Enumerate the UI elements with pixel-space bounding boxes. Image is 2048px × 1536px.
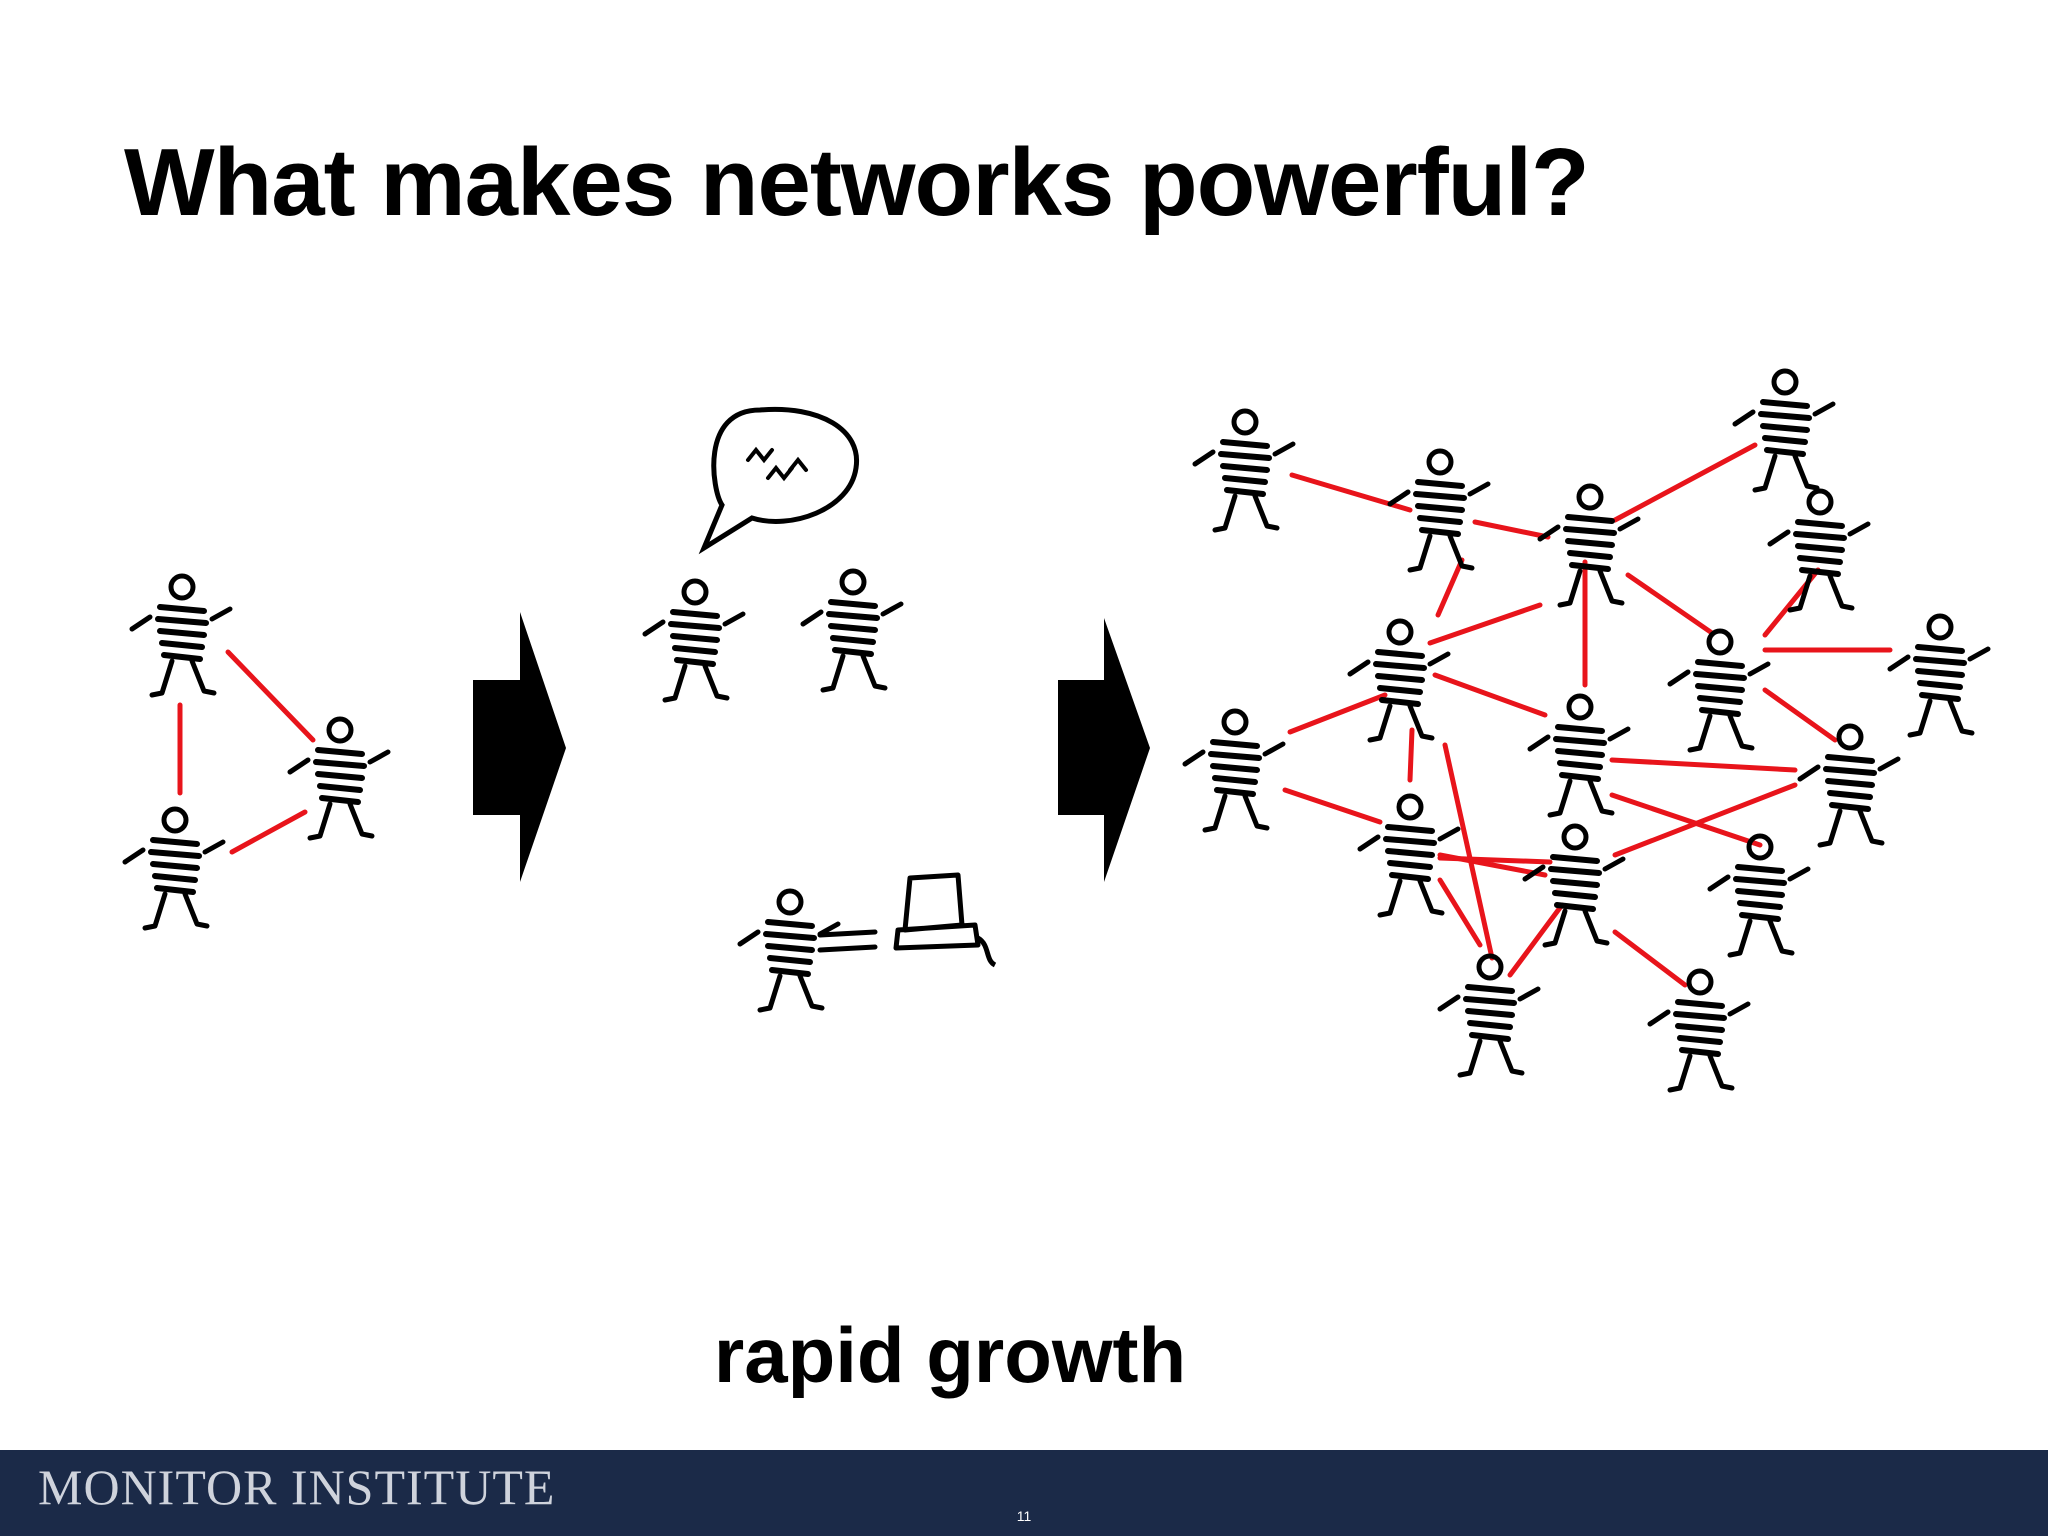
laptop-icon [893, 872, 997, 968]
arrow-right-icon [1058, 618, 1150, 882]
person-figure [1890, 616, 1988, 735]
person-figure [1770, 491, 1868, 610]
link-lines [177, 649, 316, 855]
stage-individuals [645, 406, 997, 1010]
person-figure [290, 719, 388, 838]
stage-large-network [1185, 371, 1988, 1090]
monitor-institute-logo: MONITOR INSTITUTE [38, 1459, 556, 1515]
person-figure [1525, 826, 1623, 945]
page-number: 11 [1016, 1508, 1032, 1524]
speech-bubble-icon [698, 406, 860, 555]
person-figure [645, 581, 743, 700]
stage-small-group [125, 576, 388, 928]
person-figure [1440, 956, 1538, 1075]
link-lines [1282, 442, 1893, 988]
person-figure [132, 576, 230, 695]
person-figure [803, 571, 901, 690]
arrow-right-icon [473, 612, 566, 882]
network-illustration [0, 270, 2048, 1130]
footer-bar: MONITOR INSTITUTE 11 [0, 1450, 2048, 1536]
person-figure [1670, 631, 1768, 750]
person-figure [1800, 726, 1898, 845]
person-figure [125, 809, 223, 928]
slide-title: What makes networks powerful? [124, 129, 1590, 236]
person-figure [1650, 971, 1748, 1090]
slide-caption: rapid growth [713, 1311, 1187, 1399]
person-figure [1540, 486, 1638, 605]
person-figure [1350, 621, 1448, 740]
person-figure [1195, 411, 1293, 530]
person-figure [1735, 371, 1833, 490]
person-figure [1185, 711, 1283, 830]
person-figure [1710, 836, 1808, 955]
